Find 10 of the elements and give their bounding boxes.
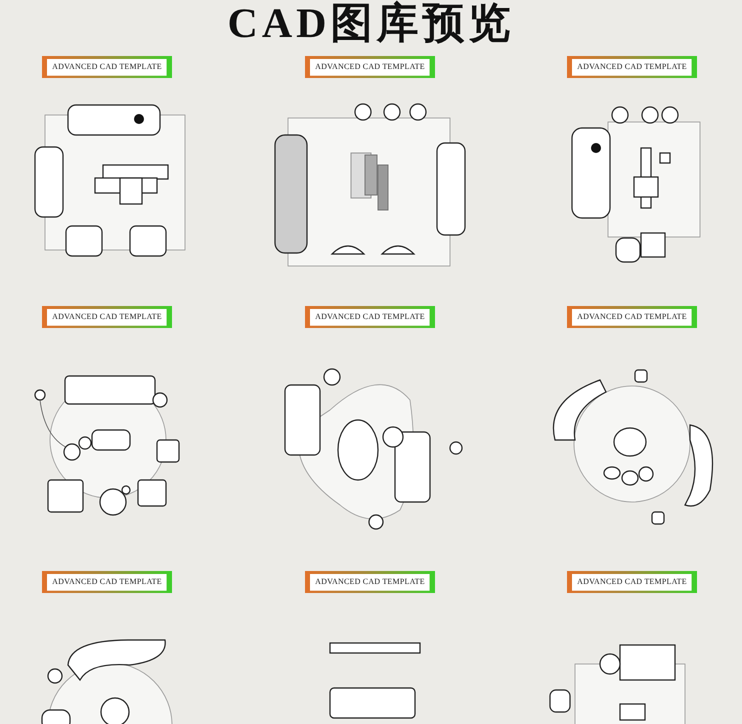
title-banner: ADVANCED CAD TEMPLATE bbox=[567, 56, 697, 78]
title-banner: ADVANCED CAD TEMPLATE bbox=[305, 56, 435, 78]
title-banner: ADVANCED CAD TEMPLATE bbox=[305, 306, 435, 328]
title: CAD图库预览 bbox=[226, 0, 516, 48]
title-banner: ADVANCED CAD TEMPLATE bbox=[567, 306, 697, 328]
title-banner: ADVANCED CAD TEMPLATE bbox=[567, 571, 697, 593]
title-banner: ADVANCED CAD TEMPLATE bbox=[42, 56, 172, 78]
title-banner: ADVANCED CAD TEMPLATE bbox=[42, 571, 172, 593]
title-banner: ADVANCED CAD TEMPLATE bbox=[42, 306, 172, 328]
title-banner: ADVANCED CAD TEMPLATE bbox=[305, 571, 435, 593]
